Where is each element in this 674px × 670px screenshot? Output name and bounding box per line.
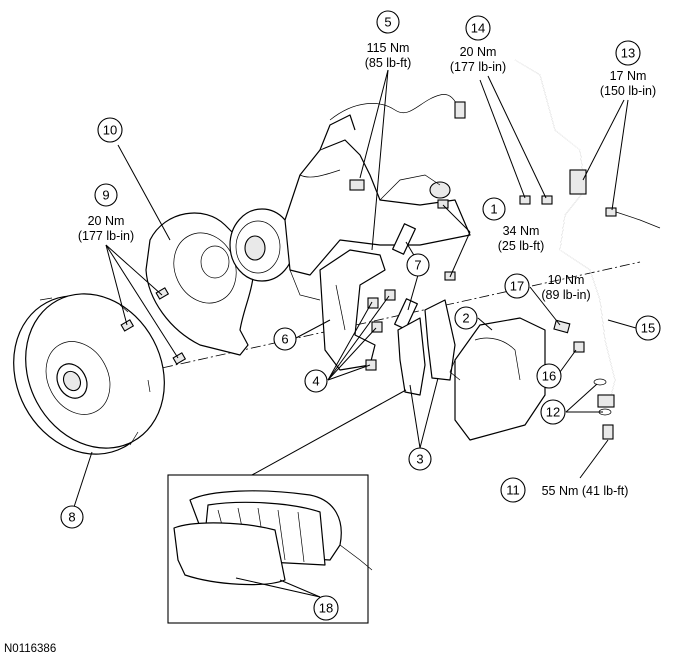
callout-number: 5 xyxy=(384,15,391,30)
callout-6: 6 xyxy=(273,327,297,351)
callout-4: 4 xyxy=(304,369,328,393)
callout-circle xyxy=(454,306,478,330)
torque-value: (177 lb-in) xyxy=(450,60,506,74)
bleeder-cap xyxy=(573,341,585,353)
callout-12: 12 xyxy=(540,399,566,425)
torque-value: (85 lb-ft) xyxy=(365,56,412,70)
tube-nut xyxy=(605,207,617,217)
pad-inset xyxy=(167,474,373,624)
knuckle-bolt xyxy=(349,179,365,191)
callout-circle xyxy=(408,447,432,471)
caliper xyxy=(449,317,546,441)
callout-5: 5 115 Nm (85 lb-ft) xyxy=(365,10,412,70)
callout-number: 3 xyxy=(416,452,423,467)
callout-number: 7 xyxy=(414,258,421,273)
callout-9: 9 20 Nm (177 lb-in) xyxy=(78,183,134,243)
pad-clips xyxy=(365,289,396,371)
torque-value: (177 lb-in) xyxy=(78,229,134,243)
callout-number: 9 xyxy=(102,188,109,203)
caliper-bracket xyxy=(319,249,386,371)
callout-number: 18 xyxy=(319,601,333,616)
callout-number: 12 xyxy=(546,405,560,420)
callout-circle xyxy=(482,197,506,221)
callout-circle xyxy=(465,15,491,41)
figure-reference-id: N0116386 xyxy=(4,643,57,655)
callout-circle xyxy=(97,117,123,143)
callout-circle xyxy=(615,40,641,66)
hose-bracket-bolt xyxy=(541,195,553,205)
banjo-bolt xyxy=(602,424,614,440)
callout-number: 10 xyxy=(103,123,117,138)
parts-illustration xyxy=(13,59,661,624)
callout-number: 1 xyxy=(490,202,497,217)
callout-circle xyxy=(406,253,430,277)
callout-14: 14 20 Nm (177 lb-in) xyxy=(450,15,506,74)
callout-2: 2 xyxy=(454,306,478,330)
callout-11: 11 55 Nm (41 lb-ft) xyxy=(500,477,629,503)
callout-3: 3 xyxy=(408,447,432,471)
torque-value: 20 Nm xyxy=(88,214,125,228)
callout-circle xyxy=(504,273,530,299)
shield-bolts xyxy=(120,287,187,365)
callout-15: 15 xyxy=(635,315,661,341)
bleeder-screw xyxy=(553,319,571,334)
sensor-connector xyxy=(454,101,466,119)
callout-circle xyxy=(60,505,84,529)
hub-knuckle xyxy=(229,114,471,301)
torque-value: (89 lb-in) xyxy=(541,288,590,302)
callout-circle xyxy=(376,10,400,34)
callout-number: 6 xyxy=(281,332,288,347)
callout-circle xyxy=(500,477,526,503)
callout-7: 7 xyxy=(406,253,430,277)
torque-value: 17 Nm xyxy=(610,69,647,83)
callout-number: 4 xyxy=(312,374,319,389)
callout-number: 17 xyxy=(510,279,524,294)
callout-17: 17 10 Nm (89 lb-in) xyxy=(504,273,591,302)
callout-number: 13 xyxy=(621,46,635,61)
callout-circle xyxy=(313,595,339,621)
brake-pads xyxy=(397,299,456,396)
torque-value: 55 Nm (41 lb-ft) xyxy=(542,484,629,498)
callout-1: 1 34 Nm (25 lb-ft) xyxy=(482,197,545,253)
torque-value: 34 Nm xyxy=(503,224,540,238)
callout-circle xyxy=(536,363,562,389)
torque-value: (150 lb-in) xyxy=(600,84,656,98)
callout-10: 10 xyxy=(97,117,123,143)
callout-circle xyxy=(635,315,661,341)
callout-13: 13 17 Nm (150 lb-in) xyxy=(600,40,656,98)
brake-rotor xyxy=(13,293,165,455)
callout-18: 18 xyxy=(313,595,339,621)
callout-8: 8 xyxy=(60,505,84,529)
callout-circle xyxy=(273,327,297,351)
bracket-bolt xyxy=(437,199,449,209)
callout-number: 8 xyxy=(68,510,75,525)
callout-circle xyxy=(94,183,118,207)
brake-hose xyxy=(514,59,661,401)
banjo-fitting xyxy=(597,394,615,408)
sensor-wire xyxy=(329,94,461,121)
torque-value: (25 lb-ft) xyxy=(498,239,545,253)
torque-value: 20 Nm xyxy=(460,45,497,59)
callout-number: 11 xyxy=(506,483,520,498)
callout-number: 2 xyxy=(462,311,469,326)
hose-bracket-bolt xyxy=(519,195,531,205)
callout-16: 16 xyxy=(536,363,562,389)
callout-number: 14 xyxy=(471,21,485,36)
callout-number: 15 xyxy=(641,321,655,336)
callout-circle xyxy=(540,399,566,425)
torque-value: 115 Nm xyxy=(367,41,410,55)
callout-circle xyxy=(304,369,328,393)
dust-shield xyxy=(145,212,254,356)
callout-number: 16 xyxy=(542,369,556,384)
leader-lines xyxy=(73,69,637,598)
copper-washer xyxy=(593,378,607,386)
slide-pins xyxy=(392,223,418,330)
torque-value: 10 Nm xyxy=(548,273,585,287)
